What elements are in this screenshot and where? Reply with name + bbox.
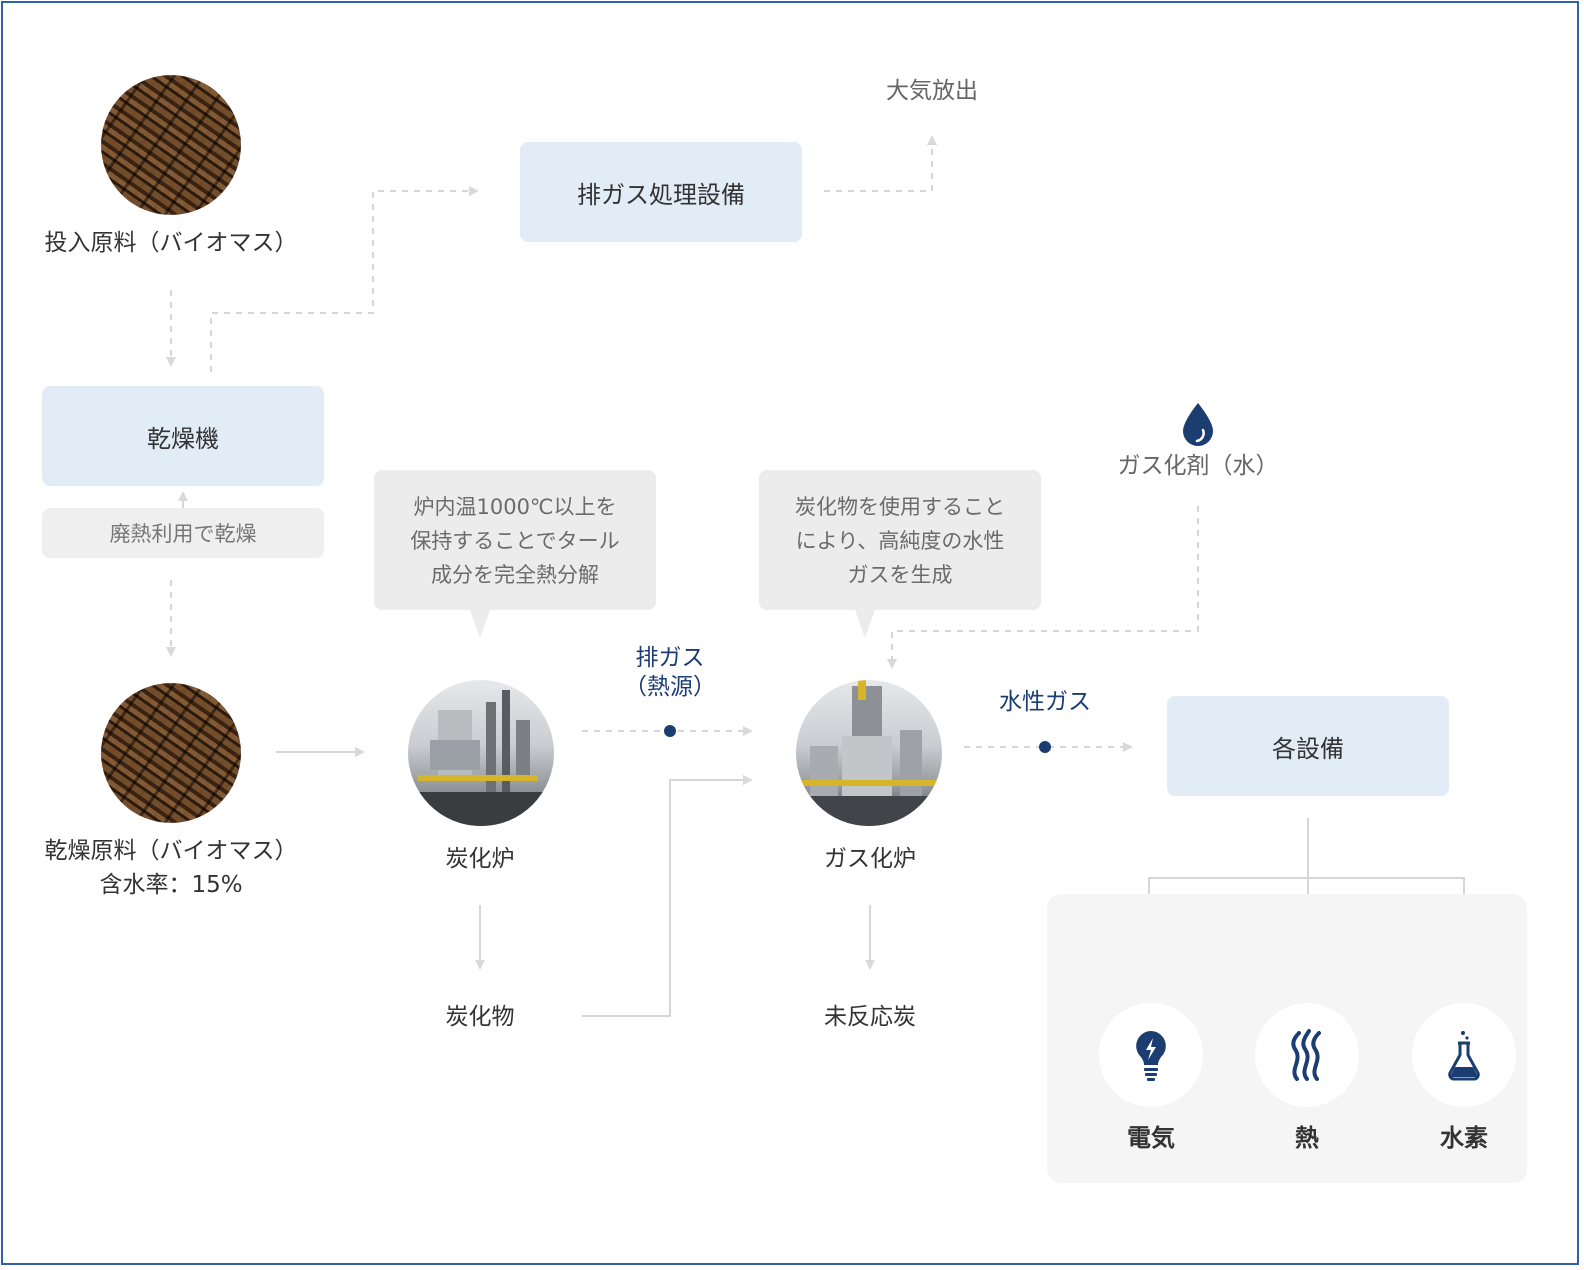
gasifier-note-line: 炭化物を使用すること <box>795 495 1005 519</box>
carbonizer-note-line: 炉内温1000℃以上を <box>413 495 617 519</box>
carbonizer-note-line: 保持することでタール <box>410 529 620 553</box>
heat-icon-circle <box>1255 1003 1359 1107</box>
hydrogen-icon-circle <box>1412 1003 1516 1107</box>
carbonizer-label: 炭化炉 <box>445 846 515 872</box>
exhaust-treatment-box: 排ガス処理設備 <box>520 142 802 242</box>
gasifier-photo <box>796 680 942 826</box>
waste-heat-box: 廃熱利用で乾燥 <box>42 508 324 558</box>
carbonizer-note-line: 成分を完全熱分解 <box>431 563 599 587</box>
exhaust-heat-label: 排ガス <box>635 645 705 671</box>
bubble-tail <box>855 610 875 638</box>
bubble-tail <box>470 610 490 638</box>
exhaust-heat-source-label: （熱源） <box>624 674 716 700</box>
carbonizer-note-bubble: 炉内温1000℃以上を 保持することでタール 成分を完全熱分解 <box>374 470 656 638</box>
unreacted-char-label: 未反応炭 <box>824 1004 916 1030</box>
moisture-label: 含水率：15% <box>99 872 243 898</box>
gasifier-note-line: により、高純度の水性 <box>795 529 1005 553</box>
electricity-label: 電気 <box>1127 1124 1175 1152</box>
arrow-dryer-to-exhaust <box>210 186 479 372</box>
gasifier-note-line: ガスを生成 <box>847 563 953 587</box>
dried-material-label: 乾燥原料（バイオマス） <box>44 838 298 864</box>
heat-label: 熱 <box>1295 1124 1319 1152</box>
gasifier-label: ガス化炉 <box>824 846 916 872</box>
gasifier-plant-drawing <box>796 680 942 826</box>
lightbulb-icon <box>1136 1031 1166 1081</box>
dried-biomass-image <box>101 683 241 823</box>
gasifying-agent-label: ガス化剤（水） <box>1117 453 1279 479</box>
heat-waves-icon <box>1291 1029 1321 1081</box>
raw-material-label: 投入原料（バイオマス） <box>44 230 298 256</box>
raw-biomass-image <box>101 75 241 215</box>
facilities-box: 各設備 <box>1167 696 1449 796</box>
arrow-char-to-gasifier <box>582 775 753 1017</box>
hydrogen-label: 水素 <box>1440 1124 1488 1152</box>
arrow-exhaust-to-atmosphere <box>824 135 937 192</box>
gasifier-note-bubble: 炭化物を使用すること により、高純度の水性 ガスを生成 <box>759 470 1041 638</box>
atmosphere-label: 大気放出 <box>886 78 978 104</box>
electricity-icon-circle <box>1099 1003 1203 1107</box>
flow-dot-water-gas <box>1039 741 1051 753</box>
carbonizer-plant-drawing <box>408 690 554 826</box>
dryer-box: 乾燥機 <box>42 386 324 486</box>
char-label: 炭化物 <box>445 1004 515 1030</box>
carbonizer-photo <box>408 680 554 826</box>
arrow-agent-to-gasifier <box>887 506 1199 669</box>
flask-icon <box>1448 1031 1480 1081</box>
flow-dot-exhaust <box>664 725 676 737</box>
water-gas-label: 水性ガス <box>999 689 1091 715</box>
water-drop-icon <box>1181 403 1215 451</box>
